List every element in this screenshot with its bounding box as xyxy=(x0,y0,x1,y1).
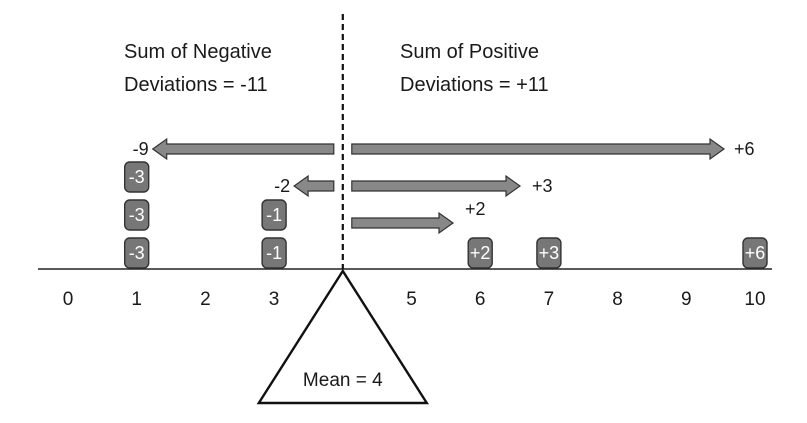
axis-tick-label: 9 xyxy=(681,289,692,310)
data-point-box xyxy=(536,237,562,269)
arrow-label: +6 xyxy=(734,139,755,159)
axis-tick-label: 8 xyxy=(612,289,623,310)
axis-tick-label: 3 xyxy=(269,289,280,310)
axis-tick-label: 1 xyxy=(131,289,142,310)
data-point-label: -3 xyxy=(129,167,145,187)
axis-tick-label: 6 xyxy=(475,289,486,310)
deviation-arrow xyxy=(351,211,455,235)
negative-heading-line1: Sum of Negative xyxy=(124,41,272,63)
data-point-box xyxy=(123,237,150,269)
data-point-box xyxy=(261,199,287,231)
mean-label: Mean = 4 xyxy=(303,370,383,391)
negative-heading-line2: Deviations = -11 xyxy=(124,74,268,96)
axis-tick-label: 0 xyxy=(63,289,74,310)
deviation-arrow xyxy=(351,137,726,161)
arrow-label: +2 xyxy=(465,199,486,219)
data-point-label: +6 xyxy=(745,243,766,263)
data-point-label: -1 xyxy=(266,243,282,263)
data-point-label: -3 xyxy=(129,205,145,225)
axis-tick-label: 2 xyxy=(200,289,211,310)
data-point-box xyxy=(123,161,150,193)
arrow-label: -9 xyxy=(133,139,149,159)
axis-tick-label: 7 xyxy=(544,289,555,310)
positive-heading-line1: Sum of Positive xyxy=(400,41,539,63)
deviation-arrow xyxy=(293,174,335,198)
data-point-label: -3 xyxy=(129,243,145,263)
positive-heading-line2: Deviations = +11 xyxy=(400,74,549,96)
data-point-box xyxy=(261,237,287,269)
data-point-box xyxy=(123,199,150,231)
data-point-label: -1 xyxy=(266,205,282,225)
axis-tick-label: 10 xyxy=(744,289,765,310)
fulcrum-triangle xyxy=(256,268,429,405)
data-point-box xyxy=(742,237,768,269)
axis-tick-label: 5 xyxy=(406,289,417,310)
arrow-label: +3 xyxy=(532,176,553,196)
data-point-label: +2 xyxy=(470,243,491,263)
deviation-arrow xyxy=(151,137,335,161)
deviation-arrow xyxy=(351,174,522,198)
data-point-box xyxy=(467,237,493,269)
data-point-label: +3 xyxy=(539,243,560,263)
arrow-label: -2 xyxy=(274,176,290,196)
